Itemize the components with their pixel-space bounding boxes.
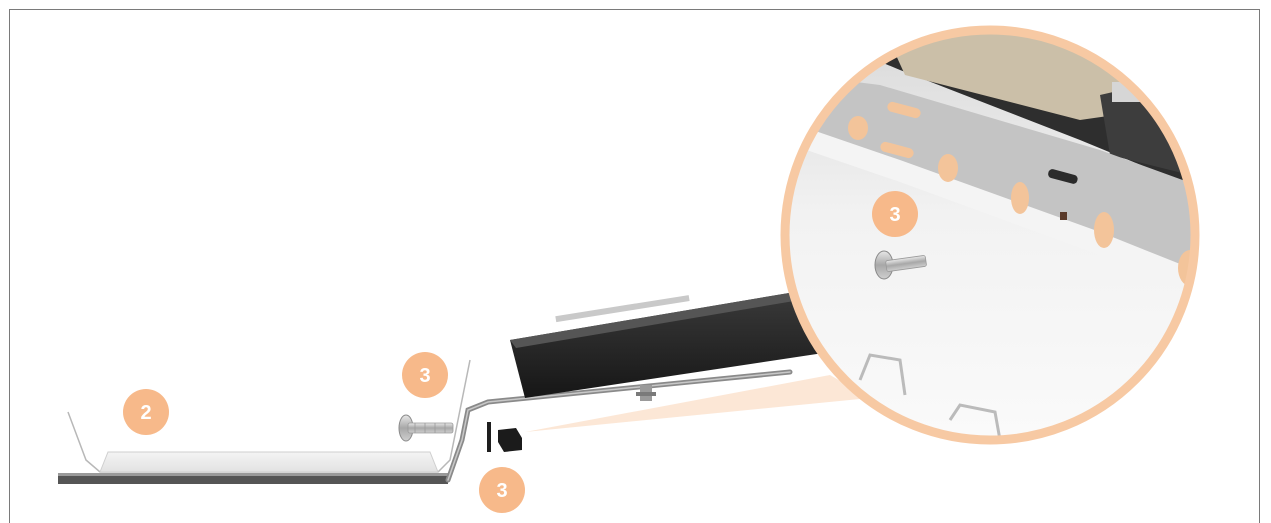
washer-and-nut — [487, 422, 522, 452]
callout-badge-3-magnified: 3 — [872, 191, 918, 237]
callout-badge-2: 2 — [123, 389, 169, 435]
callout-3-top-label: 3 — [419, 365, 430, 387]
callout-3-bottom-label: 3 — [496, 480, 507, 502]
bolt-screw — [399, 415, 453, 441]
callout-badge-3-bottom: 3 — [479, 467, 525, 513]
callout-3-magnified-label: 3 — [889, 204, 900, 226]
callout-2-label: 2 — [140, 402, 151, 424]
callout-badge-3-top: 3 — [402, 352, 448, 398]
